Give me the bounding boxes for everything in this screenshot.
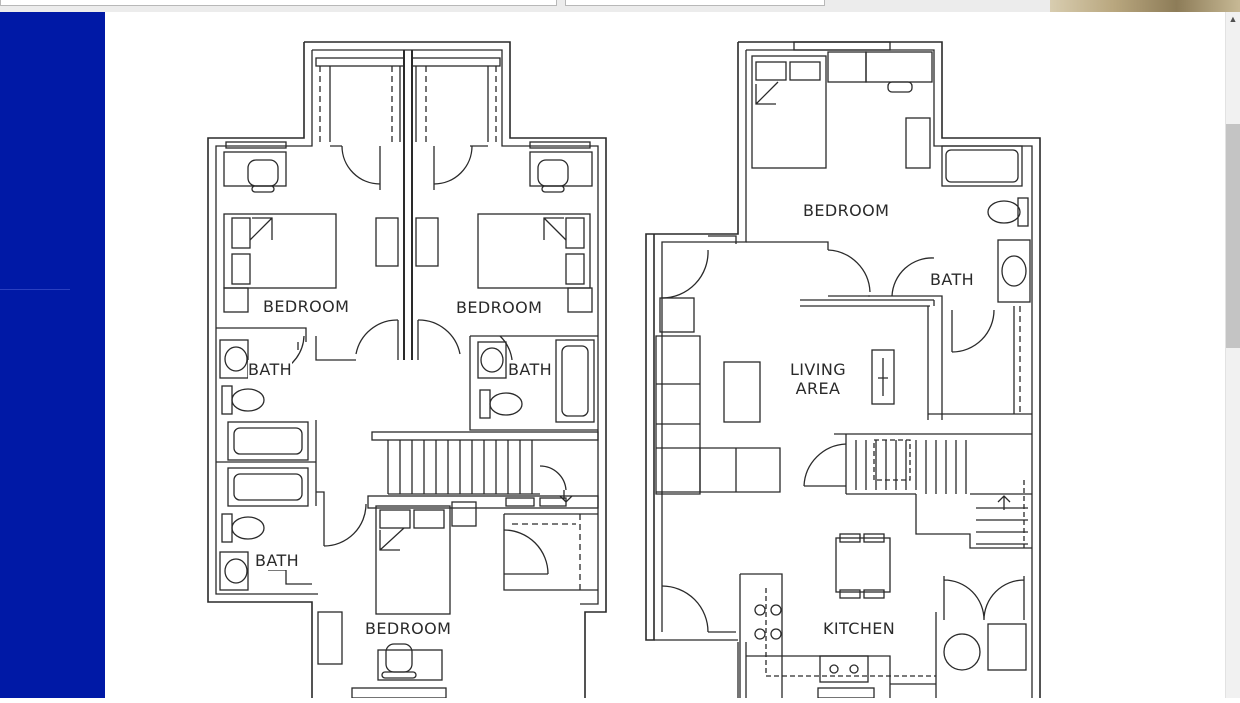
- left-bath-fixtures: [216, 339, 317, 591]
- room-label-bedroom-lower: BEDROOM: [365, 619, 452, 638]
- top-field-left[interactable]: [0, 0, 557, 6]
- right-bath: [891, 145, 1032, 420]
- left-beds-upper: [223, 213, 593, 313]
- room-label-bedroom-upper-left: BEDROOM: [263, 297, 350, 316]
- left-lower-bedroom: [268, 491, 598, 699]
- left-desks: [223, 141, 593, 193]
- vertical-scrollbar[interactable]: [1225, 12, 1240, 698]
- living-area-furniture: [655, 235, 895, 633]
- room-label-bath-lower: BATH: [255, 551, 300, 570]
- room-label-living-area: LIVING AREA: [786, 360, 850, 398]
- scrollbar-thumb[interactable]: [1226, 124, 1240, 348]
- left-unit-outline: [207, 41, 607, 698]
- living-area-line-1: LIVING: [789, 360, 847, 379]
- left-stairs: [367, 431, 599, 509]
- living-area-line-2: AREA: [795, 379, 841, 398]
- kitchen-furniture: [739, 533, 1027, 699]
- top-field-right[interactable]: [565, 0, 825, 6]
- left-doors-mid: [216, 319, 598, 431]
- room-label-bedroom-upper-right: BEDROOM: [456, 298, 543, 317]
- chevron-up-icon[interactable]: ▲: [1228, 14, 1238, 24]
- room-label-bedroom-main: BEDROOM: [803, 201, 890, 220]
- right-bedroom-furniture: [746, 41, 943, 307]
- right-bath-fixtures: [477, 339, 595, 423]
- right-stairs: [803, 433, 1032, 549]
- top-image-thumbnail: [1050, 0, 1240, 12]
- left-closets: [315, 50, 501, 360]
- room-label-kitchen: KITCHEN: [823, 619, 896, 638]
- room-label-bath-right: BATH: [508, 360, 553, 379]
- left-sidebar-panel: [0, 12, 105, 698]
- room-label-bath-left: BATH: [248, 360, 293, 379]
- sidebar-divider: [0, 289, 70, 290]
- room-label-bath-main: BATH: [930, 270, 975, 289]
- floor-plan: BEDROOM BEDROOM BATH BATH BATH BEDROOM B…: [105, 12, 1225, 699]
